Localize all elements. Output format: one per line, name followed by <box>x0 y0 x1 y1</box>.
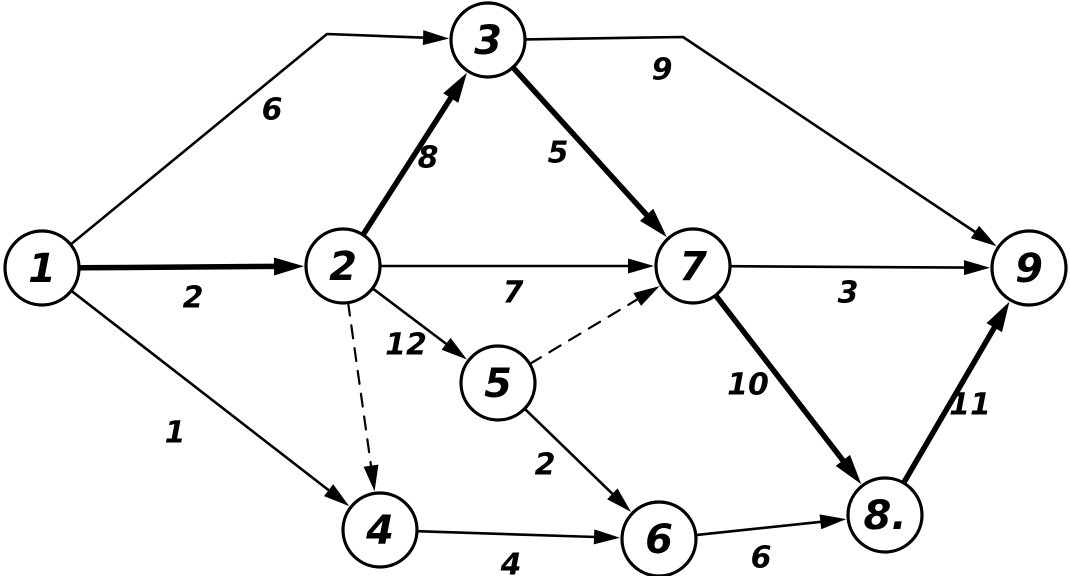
arrowhead-1-4 <box>324 484 350 507</box>
edge-line-5-6 <box>523 407 616 497</box>
arrowhead-2-7 <box>628 258 654 274</box>
node-circle-5 <box>459 344 537 422</box>
node-3: 3 <box>449 1 527 79</box>
edge-label-1-2: 2 <box>183 281 204 316</box>
node-circle-2 <box>304 227 382 305</box>
node-circle-4 <box>341 491 419 569</box>
node-label-4: 4 <box>365 508 394 554</box>
edge-line-3-7 <box>510 64 651 220</box>
edge-2-4 <box>347 301 379 492</box>
arrowhead-5-7 <box>633 286 660 306</box>
edge-label-8-9: 11 <box>949 388 991 423</box>
edge-line-7-9 <box>728 264 968 269</box>
node-6: 6 <box>620 500 698 576</box>
edge-line-1-3 <box>69 32 427 246</box>
edge-5-6 <box>523 407 631 512</box>
edge-5-7 <box>528 286 660 366</box>
edge-label-3-9: 9 <box>652 53 673 88</box>
edge-3-7 <box>510 64 667 238</box>
arrowhead-2-4 <box>363 464 379 492</box>
node-8: 8. <box>846 476 924 554</box>
arrowhead-8-9 <box>986 301 1010 333</box>
edge-line-1-4 <box>69 289 332 493</box>
node-circle-6 <box>620 500 698 576</box>
edge-1-2 <box>76 257 304 276</box>
edge-label-6-8: 6 <box>751 541 772 576</box>
node-circle-8 <box>846 476 924 554</box>
edge-6-8 <box>694 514 847 537</box>
arrowhead-6-8 <box>819 514 847 530</box>
edge-line-5-7 <box>528 297 641 366</box>
edge-line-2-3 <box>360 93 455 238</box>
edge-line-2-4 <box>347 301 373 469</box>
node-label-7: 7 <box>679 244 707 290</box>
edge-2-7 <box>378 258 654 274</box>
edge-8-9 <box>900 301 1010 486</box>
edge-3-9 <box>523 35 997 247</box>
node-label-3: 3 <box>474 18 502 64</box>
node-label-5: 5 <box>484 361 512 407</box>
edge-label-2-3: 8 <box>418 141 439 176</box>
node-9: 9 <box>990 229 1068 307</box>
arrowhead-7-9 <box>964 260 990 276</box>
node-label-9: 9 <box>1015 246 1043 292</box>
edge-label-2-7: 7 <box>503 276 524 311</box>
arrowhead-4-6 <box>593 529 620 545</box>
arrowhead-1-2 <box>273 257 304 276</box>
node-circle-1 <box>3 229 81 307</box>
edges-layer <box>69 30 1010 545</box>
arrowhead-2-5 <box>441 337 467 360</box>
arrowhead-5-6 <box>607 488 631 512</box>
edge-line-7-8 <box>712 292 847 465</box>
node-circle-9 <box>990 229 1068 307</box>
arrowhead-3-7 <box>640 208 667 238</box>
edge-label-3-7: 5 <box>548 136 569 171</box>
arrowhead-3-9 <box>970 225 997 247</box>
node-4: 4 <box>341 491 419 569</box>
edge-1-3 <box>69 30 449 246</box>
edge-7-8 <box>712 292 862 485</box>
node-2: 2 <box>304 227 382 305</box>
edge-label-7-8: 10 <box>727 368 769 403</box>
edge-label-5-6: 2 <box>535 448 556 483</box>
node-7: 7 <box>654 227 732 305</box>
edge-line-8-9 <box>900 323 999 486</box>
edge-label-1-3: 6 <box>262 93 283 128</box>
edge-line-1-2 <box>76 263 279 271</box>
edge-label-4-6: 4 <box>500 548 522 576</box>
arrowhead-7-8 <box>835 454 862 485</box>
edge-line-3-9 <box>523 35 978 235</box>
edge-labels-layer: 6 2 1 8 7 12 5 9 2 4 3 10 6 11 <box>165 53 991 576</box>
arrowhead-1-3 <box>422 30 449 46</box>
node-label-8: 8. <box>863 493 906 539</box>
edge-7-9 <box>728 260 990 276</box>
node-circle-3 <box>449 1 527 79</box>
edge-2-3 <box>360 72 467 238</box>
node-label-6: 6 <box>645 517 673 563</box>
node-label-2: 2 <box>329 244 357 290</box>
edge-1-4 <box>69 289 350 507</box>
edge-label-7-9: 3 <box>838 276 859 311</box>
node-1: 1 <box>3 229 81 307</box>
edge-label-1-4: 1 <box>165 416 186 451</box>
arrowhead-2-3 <box>443 72 467 103</box>
node-label-1: 1 <box>28 246 56 292</box>
edge-2-5 <box>371 286 467 360</box>
edge-line-4-6 <box>415 529 598 539</box>
edge-4-6 <box>415 529 620 545</box>
node-circle-7 <box>654 227 732 305</box>
edge-label-2-5: 12 <box>385 328 427 363</box>
node-5: 5 <box>459 344 537 422</box>
edge-line-2-5 <box>371 286 450 347</box>
edge-line-6-8 <box>694 520 824 537</box>
